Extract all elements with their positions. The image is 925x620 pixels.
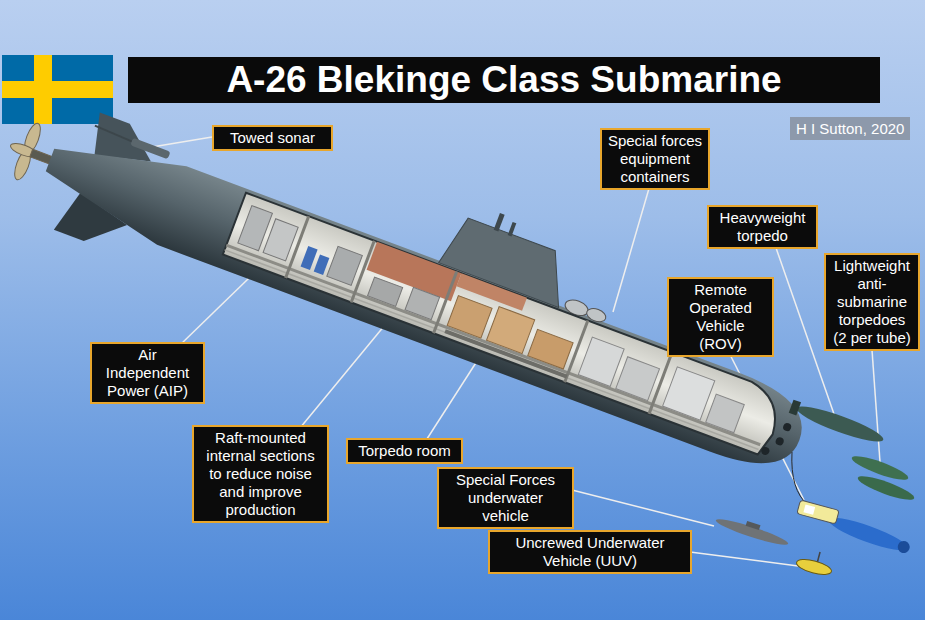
callout-box: Air Independent Power (AIP) xyxy=(90,342,205,404)
lightweight-torpedo xyxy=(856,472,916,504)
torpedo-body xyxy=(856,472,916,504)
torpedo-rack xyxy=(444,329,567,378)
callout-text: Lightweight anti-submarine torpedoes (2 … xyxy=(830,257,914,347)
mast xyxy=(494,213,505,232)
callout-box: Torpedo room xyxy=(346,438,463,464)
torpedo-body xyxy=(794,401,886,448)
pressure-hull xyxy=(35,121,814,480)
towed-sonar-cable xyxy=(94,126,132,142)
rov-panel xyxy=(803,505,815,515)
leader-line xyxy=(690,552,798,566)
special-forces-vehicle xyxy=(714,512,791,549)
leader-line xyxy=(872,350,880,462)
leader-line xyxy=(613,185,650,312)
towed-sonar-fairing xyxy=(130,138,170,160)
compartment xyxy=(663,367,715,420)
rov-body xyxy=(797,500,839,524)
callout-text: Remote Operated Vehicle (ROV) xyxy=(673,281,768,353)
callout-text: Towed sonar xyxy=(218,129,327,147)
torpedo-nose xyxy=(896,539,911,554)
uuv-antenna xyxy=(817,552,820,562)
torpedo-tube xyxy=(782,422,792,432)
credit-note: H I Sutton, 2020 xyxy=(790,117,910,140)
callout-box: Uncrewed Underwater Vehicle (UUV) xyxy=(488,530,692,574)
aip-tank xyxy=(314,255,330,275)
cutaway-interior xyxy=(223,193,788,457)
vehicle-body xyxy=(714,516,789,549)
title-text: A-26 Blekinge Class Submarine xyxy=(226,59,781,101)
submarine xyxy=(0,44,837,500)
flag-cross xyxy=(2,81,113,98)
torpedo-tail xyxy=(789,400,801,416)
leader-line xyxy=(572,490,714,526)
crate xyxy=(487,307,535,354)
aip-unit xyxy=(327,246,363,285)
vehicle-fin xyxy=(746,521,761,530)
callout-box: Lightweight anti-submarine torpedoes (2 … xyxy=(824,253,920,351)
callout-box: Special forces equipment containers xyxy=(600,128,710,190)
callout-text: Air Independent Power (AIP) xyxy=(96,346,199,400)
callout-text: Torpedo room xyxy=(352,442,457,460)
callout-box: Remote Operated Vehicle (ROV) xyxy=(667,277,774,357)
torpedo xyxy=(826,512,912,556)
callout-text: Special Forces underwater vehicle xyxy=(443,471,568,525)
swedish-flag xyxy=(2,55,113,124)
flag-field xyxy=(2,55,113,124)
compartment xyxy=(616,357,660,401)
compartment xyxy=(578,337,624,386)
callout-text: Heavyweight torpedo xyxy=(713,209,812,245)
rov xyxy=(797,500,839,524)
crate xyxy=(447,296,492,339)
leader-line xyxy=(300,314,394,428)
rov-tether xyxy=(792,452,808,505)
bulkheads xyxy=(286,216,673,414)
callout-text: Special forces equipment containers xyxy=(606,132,704,186)
callout-box: Special Forces underwater vehicle xyxy=(437,467,574,529)
machinery xyxy=(405,287,440,319)
aip-unit xyxy=(263,219,298,261)
callout-text: Raft-mounted internal sections to reduce… xyxy=(198,429,323,519)
uuv-body xyxy=(795,557,833,578)
callout-box: Raft-mounted internal sections to reduce… xyxy=(192,425,329,523)
heavyweight-torpedo xyxy=(788,399,886,448)
uuv xyxy=(795,547,835,578)
torpedo-tube xyxy=(760,446,770,456)
mast xyxy=(508,222,517,237)
torpedo-tube xyxy=(775,436,785,446)
compartment xyxy=(706,394,745,433)
torpedo-body xyxy=(826,512,910,556)
aip-tank xyxy=(301,246,318,270)
leader-lines xyxy=(146,137,880,566)
callout-box: Towed sonar xyxy=(212,125,333,151)
machinery xyxy=(368,277,403,306)
callout-text: Uncrewed Underwater Vehicle (UUV) xyxy=(494,534,686,570)
title-bar: A-26 Blekinge Class Submarine xyxy=(128,57,880,103)
callout-box: Heavyweight torpedo xyxy=(707,205,818,249)
